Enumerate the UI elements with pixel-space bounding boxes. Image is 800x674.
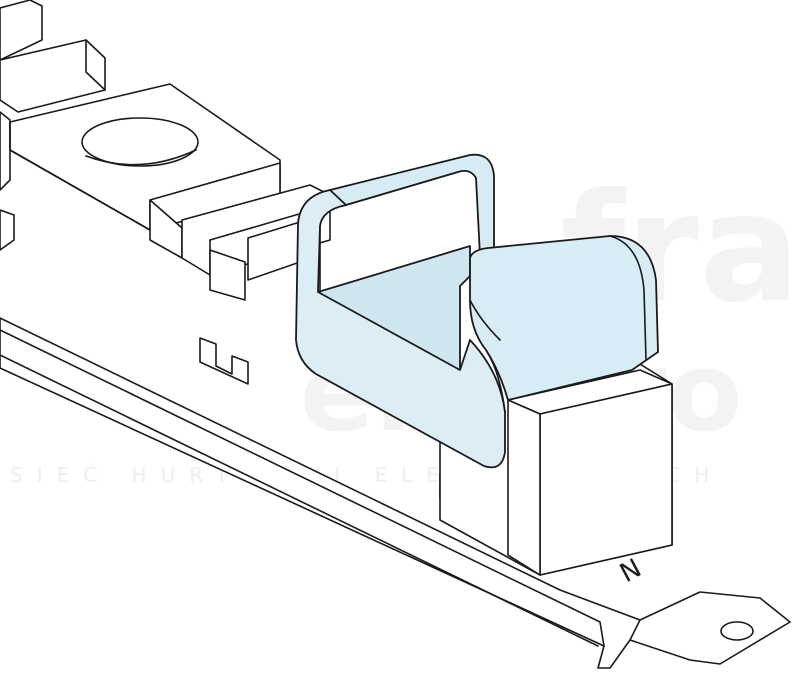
screw-hole <box>81 117 199 167</box>
middle-blocks <box>0 184 331 301</box>
mounting-hole <box>720 621 754 641</box>
base-rail <box>0 317 791 669</box>
left-terminal-blocks <box>0 0 106 191</box>
terminal-block-with-hole <box>9 83 281 259</box>
neutral-clip <box>295 153 659 469</box>
